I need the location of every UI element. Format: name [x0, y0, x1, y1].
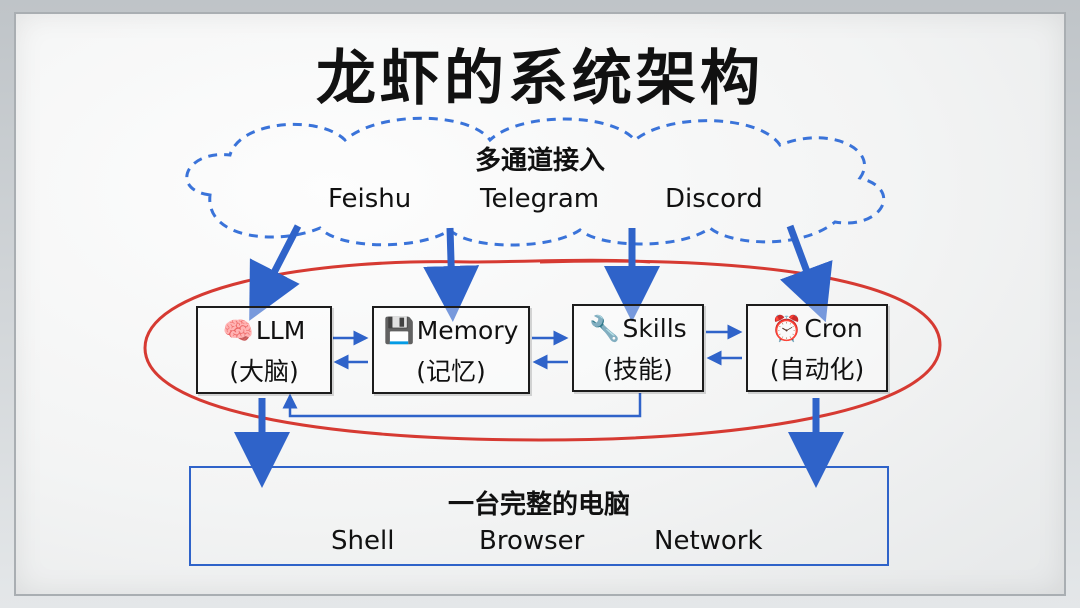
module-cron-desc: (自动化): [769, 355, 865, 384]
floppy-disk-icon: 💾: [383, 316, 415, 345]
computer-box: 一台完整的电脑 Shell Browser Network: [189, 466, 889, 566]
module-llm-desc: (大脑): [229, 357, 299, 386]
wrench-icon: 🔧: [589, 314, 621, 343]
computer-title: 一台完整的电脑: [447, 490, 630, 520]
module-llm: 🧠LLM (大脑): [196, 306, 332, 394]
module-cron-name: Cron: [804, 314, 863, 343]
brain-icon: 🧠: [222, 316, 254, 345]
core-ring: [143, 258, 942, 442]
module-memory-desc: (记忆): [416, 357, 486, 386]
arrow-channel-cron: [780, 224, 833, 323]
arrow-skills-llm-feedback: [282, 393, 642, 418]
channel-discord: Discord: [665, 184, 763, 214]
tool-shell: Shell: [331, 526, 395, 556]
channels-cloud: [185, 116, 886, 247]
module-skills-desc: (技能): [603, 355, 673, 384]
tool-network: Network: [654, 526, 763, 556]
module-cron: ⏰Cron (自动化): [746, 304, 888, 392]
module-skills: 🔧Skills (技能): [572, 304, 704, 392]
module-memory-name: Memory: [416, 316, 519, 345]
diagram-title: 龙虾的系统架构: [316, 44, 764, 114]
module-llm-name: LLM: [255, 316, 306, 345]
arrow-channel-llm: [249, 224, 302, 321]
module-memory: 💾Memory (记忆): [372, 306, 530, 394]
arrow-channel-memory: [423, 227, 480, 322]
tool-browser: Browser: [479, 526, 585, 556]
alarm-clock-icon: ⏰: [771, 314, 803, 343]
channels-title: 多通道接入: [474, 146, 605, 176]
channel-telegram: Telegram: [480, 184, 600, 214]
channel-feishu: Feishu: [328, 184, 412, 214]
module-skills-name: Skills: [622, 314, 687, 343]
